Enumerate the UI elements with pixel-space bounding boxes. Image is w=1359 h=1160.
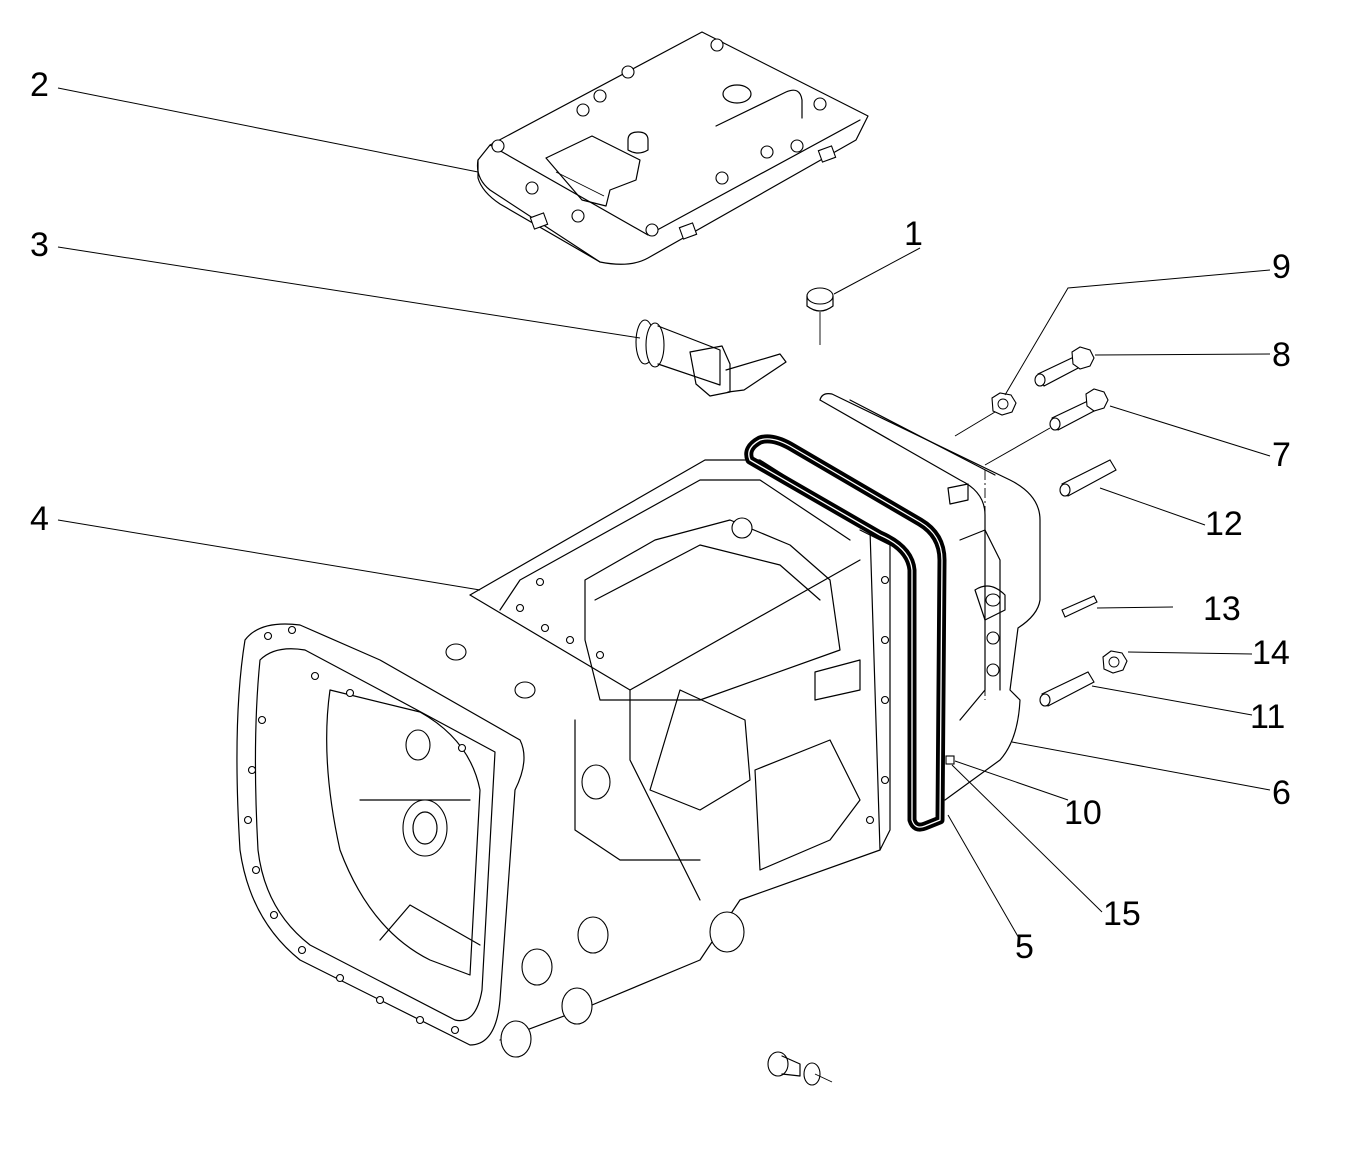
callout-4: 4 [30,500,49,538]
leader-13 [1096,606,1174,609]
callout-14: 14 [1252,634,1290,672]
leader-3 [57,246,641,339]
callout-8: 8 [1272,336,1291,374]
part-drain-plug [767,1051,833,1086]
part-rear-cover [819,393,1041,801]
leader-10 [954,760,1069,801]
callout-1: 1 [904,215,923,253]
leader-12 [1099,487,1206,526]
leader-6 [1011,741,1271,791]
leader-9b [954,411,996,437]
leader-2 [57,87,479,173]
leader-7 [1109,405,1271,457]
leader-4 [57,519,481,591]
part-stud-12 [1059,459,1117,497]
leader-lines [57,87,1271,941]
part-top-cover [476,31,869,265]
leader-1 [833,247,921,295]
part-plug-10 [945,755,955,765]
leader-14 [1127,651,1253,655]
leader-8 [1094,353,1271,356]
leader-7b [984,427,1051,466]
callout-labels: 1 2 3 4 5 6 7 8 9 10 11 12 13 14 15 [30,66,1291,966]
callout-12: 12 [1205,505,1243,543]
leader-9 [1004,269,1271,396]
callout-11: 11 [1250,698,1285,736]
part-transmission-housing [236,459,891,1058]
leader-5 [947,814,1021,941]
part-nut-14 [1102,650,1128,674]
part-breather-tube [635,319,787,397]
part-plug-1 [806,287,834,345]
leader-15 [951,764,1103,913]
callout-5: 5 [1015,928,1034,966]
callout-2: 2 [30,66,49,104]
part-gasket [744,434,947,832]
part-bolt-8 [1034,346,1095,387]
callout-9: 9 [1272,248,1291,286]
callout-7: 7 [1272,436,1291,474]
callout-13: 13 [1203,590,1241,628]
part-bolt-7 [1049,388,1109,431]
callout-10: 10 [1064,794,1102,832]
part-dowel-pin-13 [1061,595,1098,618]
leader-11 [1091,685,1253,716]
callout-15: 15 [1103,895,1141,933]
callout-6: 6 [1272,774,1291,812]
part-stud-11 [1039,671,1095,707]
callout-3: 3 [30,226,49,264]
part-nut-9 [991,392,1017,416]
